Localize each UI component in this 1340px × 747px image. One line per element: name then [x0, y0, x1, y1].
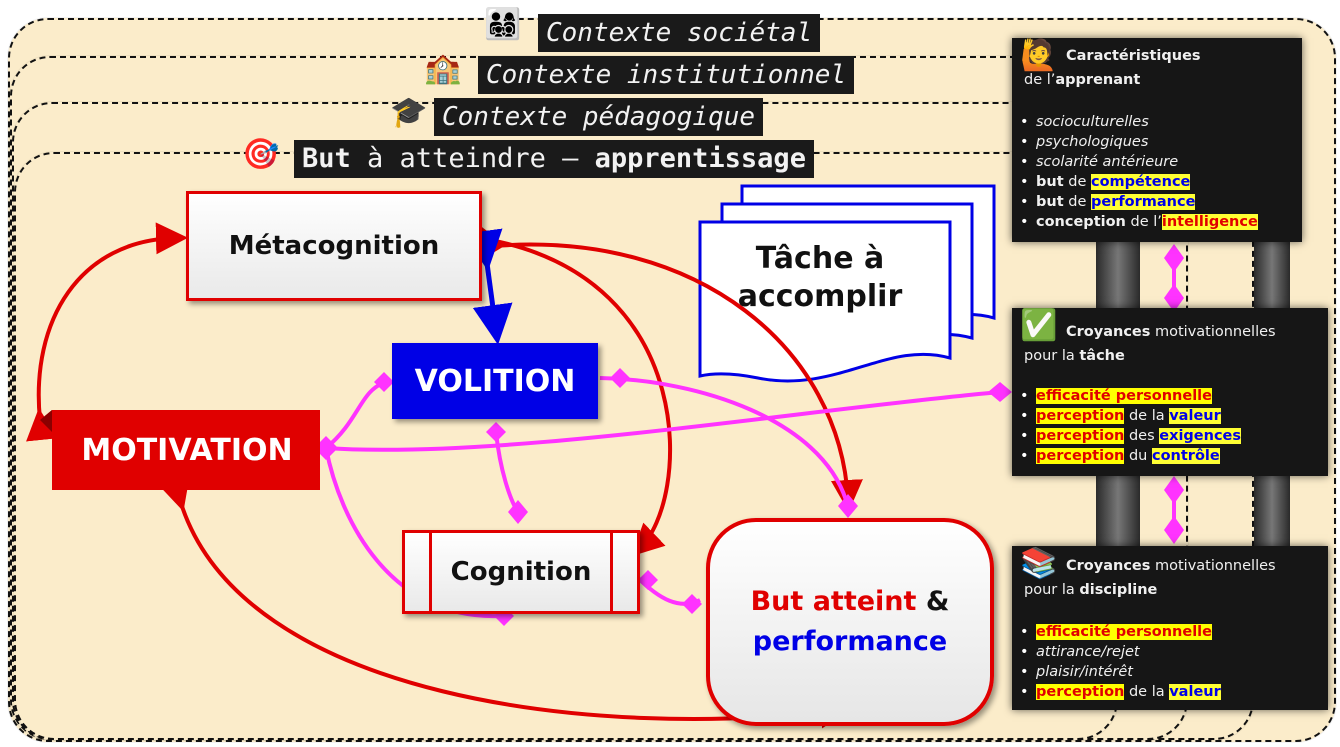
- goal-label-bold2: apprentissage: [594, 143, 806, 174]
- task-title-line2: pour la: [1024, 348, 1080, 364]
- learner-item-1: socioculturelles: [1036, 114, 1149, 130]
- list-item: scolarité antérieure: [1020, 152, 1258, 172]
- task-item-4-hl: perception: [1036, 448, 1125, 464]
- list-item: psychologiques: [1020, 132, 1258, 152]
- learner-item-5-hl: performance: [1090, 194, 1196, 210]
- task-item-2-hl: perception: [1036, 408, 1125, 424]
- pedagogical-context-label: Contexte pédagogique: [434, 98, 764, 136]
- list-item: but de performance: [1020, 192, 1258, 212]
- task-title-bold: Croyances: [1066, 324, 1151, 340]
- list-item: perception des exigences: [1020, 426, 1242, 446]
- list-item: efficacité personnelle: [1020, 386, 1241, 406]
- discipline-title-bold: Croyances: [1066, 558, 1151, 574]
- list-item: socioculturelles: [1020, 112, 1258, 132]
- learner-panel-header-line2: de l’apprenant: [1024, 70, 1140, 90]
- goal-label-bold1: But: [302, 143, 351, 174]
- task-panel-header: Croyances motivationnelles: [1066, 322, 1276, 342]
- societal-context-label: Contexte sociétal: [538, 14, 821, 52]
- learner-title-rest: de l’: [1024, 72, 1056, 88]
- cognition-left-bar: [429, 533, 432, 611]
- arrow-motivation-metacognition: [26, 222, 188, 442]
- cognition-label: Cognition: [450, 557, 592, 587]
- discipline-list: efficacité personnelle attirance/rejet p…: [1006, 622, 1221, 702]
- discipline-panel-header-line2: pour la discipline: [1024, 580, 1157, 600]
- discipline-title-rest: motivationnelles: [1150, 558, 1276, 574]
- task-item-4-hl2: contrôle: [1151, 448, 1220, 464]
- task-item-3-hl2: exigences: [1159, 428, 1242, 444]
- learner-item-6-hl: intelligence: [1161, 214, 1258, 230]
- school-icon: 🏫: [424, 51, 462, 86]
- learner-item-5-bold: but: [1036, 194, 1064, 210]
- task-item-3-hl: perception: [1036, 428, 1125, 444]
- list-item: efficacité personnelle: [1020, 622, 1221, 642]
- learner-list: socioculturelles psychologiques scolarit…: [1006, 112, 1258, 232]
- task-label: Tâche à accomplir: [700, 240, 940, 316]
- task-label-line2: accomplir: [737, 279, 903, 314]
- check-mark-icon: ✅: [1020, 308, 1058, 343]
- list-item: but de compétence: [1020, 172, 1258, 192]
- task-title-bold2: tâche: [1079, 348, 1125, 364]
- discipline-item-4-hl2: valeur: [1169, 684, 1221, 700]
- goal-achieved-line1: But atteint &: [751, 582, 950, 622]
- task-item-2-mid: de la: [1124, 408, 1170, 424]
- discipline-panel-header: Croyances motivationnelles: [1066, 556, 1276, 576]
- discipline-item-3: plaisir/intérêt: [1036, 664, 1133, 680]
- task-list: efficacité personnelle perception de la …: [1006, 386, 1242, 466]
- goal-achieved-box: But atteint & performance: [706, 518, 994, 726]
- books-icon: 📚: [1020, 546, 1058, 581]
- learner-item-6-mid: de l’: [1125, 214, 1162, 230]
- target-icon: 🎯: [242, 137, 280, 172]
- task-item-2-hl2: valeur: [1169, 408, 1221, 424]
- list-item: attirance/rejet: [1020, 642, 1221, 662]
- list-item: perception de la valeur: [1020, 406, 1241, 426]
- task-panel-header-line2: pour la tâche: [1024, 346, 1125, 366]
- list-item: conception de l’intelligence: [1020, 212, 1258, 232]
- cognition-box: Cognition: [402, 530, 640, 614]
- arrow-meta-volition: [462, 228, 513, 345]
- goal-achieved-red: But atteint: [750, 586, 917, 617]
- learner-item-2: psychologiques: [1036, 134, 1149, 150]
- task-label-line1: Tâche à: [755, 241, 885, 276]
- goal-achieved-amp: &: [916, 586, 950, 617]
- learner-title-bold: Caractéristiques: [1066, 48, 1201, 64]
- learner-item-4-mid: de: [1063, 174, 1091, 190]
- volition-box: VOLITION: [392, 343, 598, 419]
- discipline-title-bold2: discipline: [1079, 582, 1158, 598]
- discipline-item-4-hl: perception: [1036, 684, 1125, 700]
- raising-hand-person-icon: 🙋: [1020, 38, 1058, 73]
- goal-label: But à atteindre – apprentissage: [294, 140, 814, 178]
- learner-characteristics-panel: 🙋 Caractéristiques de l’apprenant socioc…: [1012, 38, 1302, 242]
- learner-item-4-hl: compétence: [1090, 174, 1191, 190]
- metacognition-box: Métacognition: [186, 191, 482, 301]
- family-icon: 👨‍👩‍👧‍👦: [484, 7, 522, 42]
- graduation-cap-icon: 🎓: [390, 95, 428, 130]
- learner-item-5-mid: de: [1063, 194, 1091, 210]
- list-item: perception de la valeur: [1020, 682, 1221, 702]
- motivation-label: MOTIVATION: [81, 432, 293, 468]
- list-item: perception du contrôle: [1020, 446, 1241, 466]
- learner-item-6-bold: conception: [1036, 214, 1126, 230]
- task-item-1: efficacité personnelle: [1036, 388, 1212, 404]
- discipline-beliefs-panel: 📚 Croyances motivationnelles pour la dis…: [1012, 546, 1328, 710]
- task-item-3-mid: des: [1124, 428, 1160, 444]
- learner-item-4-bold: but: [1036, 174, 1064, 190]
- discipline-item-2: attirance/rejet: [1036, 644, 1140, 660]
- task-item-4-mid: du: [1124, 448, 1152, 464]
- motivation-banner: [40, 410, 320, 490]
- discipline-title-line2: pour la: [1024, 582, 1080, 598]
- institutional-context-label: Contexte institutionnel: [478, 56, 855, 94]
- goal-achieved-line2: performance: [752, 626, 948, 657]
- learner-title-bold2: apprenant: [1055, 72, 1141, 88]
- task-beliefs-panel: ✅ Croyances motivationnelles pour la tâc…: [1012, 308, 1328, 476]
- cognition-right-bar: [610, 533, 613, 611]
- discipline-item-1: efficacité personnelle: [1036, 624, 1212, 640]
- task-title-rest: motivationnelles: [1150, 324, 1276, 340]
- list-item: plaisir/intérêt: [1020, 662, 1221, 682]
- goal-label-middle: à atteindre –: [350, 143, 595, 174]
- arrow-meta-goal: [472, 231, 863, 512]
- discipline-item-4-mid: de la: [1124, 684, 1170, 700]
- learner-item-3: scolarité antérieure: [1036, 154, 1179, 170]
- learner-panel-header: Caractéristiques: [1066, 46, 1201, 66]
